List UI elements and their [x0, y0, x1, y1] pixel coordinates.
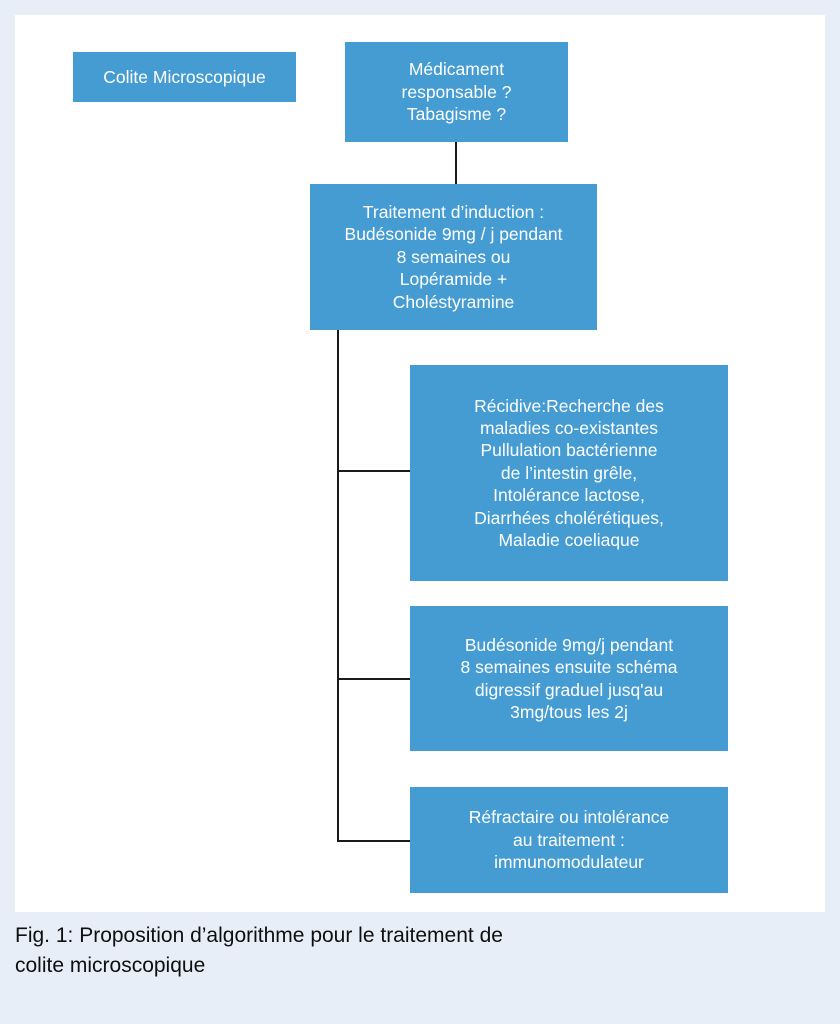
node-maintenance-budesonide: Budésonide 9mg/j pendant 8 semaines ensu… [410, 606, 728, 751]
connector-branch-refractory [337, 840, 410, 842]
figure-caption: Fig. 1: Proposition d’algorithme pour le… [15, 924, 503, 977]
figure-panel: Colite Microscopique Médicament responsa… [15, 15, 825, 912]
node-etiology-question: Médicament responsable ? Tabagisme ? [345, 42, 568, 142]
connector-etiology-to-induction [455, 142, 457, 184]
connector-branch-maintenance [337, 678, 410, 680]
node-induction-treatment: Traitement d’induction : Budésonide 9mg … [310, 184, 597, 330]
connector-trunk-vertical [337, 330, 339, 841]
node-refractory-immunomodulator: Réfractaire ou intolérance au traitement… [410, 787, 728, 893]
node-colite-microscopique: Colite Microscopique [73, 52, 296, 102]
connector-branch-relapse [337, 470, 410, 472]
node-relapse-workup: Récidive:Recherche des maladies co-exist… [410, 365, 728, 581]
